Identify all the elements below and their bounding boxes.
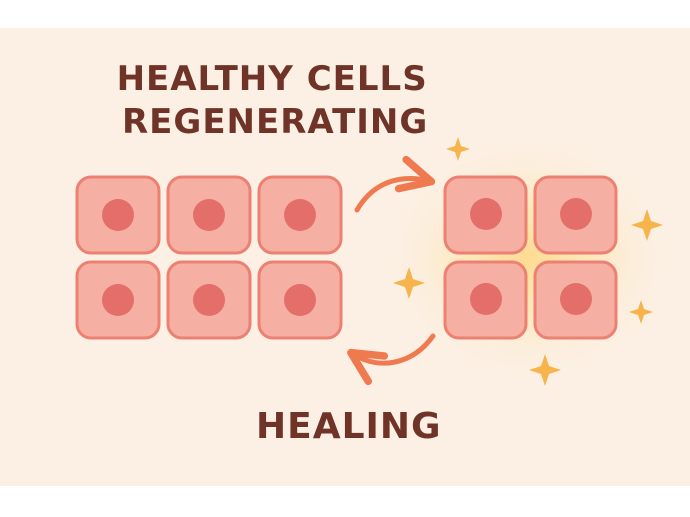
sparkle-icon <box>393 267 425 299</box>
cell <box>257 175 343 255</box>
sparkle-icon <box>529 354 561 386</box>
sparkle-icon <box>446 137 470 161</box>
title-line-regenerating: REGENERATING <box>122 102 429 142</box>
sparkle-icon <box>631 209 663 241</box>
cell <box>75 175 161 255</box>
cell <box>533 260 618 340</box>
cell <box>166 175 252 255</box>
right-cell-grid <box>443 175 618 340</box>
cell <box>257 260 343 340</box>
healing-label: HEALING <box>256 406 442 447</box>
cell <box>75 260 161 340</box>
diagram-title: HEALTHY CELLS REGENERATING <box>116 58 428 144</box>
cell <box>533 175 618 255</box>
forward-arrow <box>354 155 436 213</box>
cell <box>443 260 528 340</box>
cell <box>166 260 252 340</box>
cell <box>443 175 528 255</box>
return-arrow <box>347 333 436 386</box>
title-line-healthy-cells: HEALTHY CELLS <box>116 59 428 99</box>
left-cell-grid <box>75 175 343 340</box>
sparkle-icon <box>629 300 653 324</box>
